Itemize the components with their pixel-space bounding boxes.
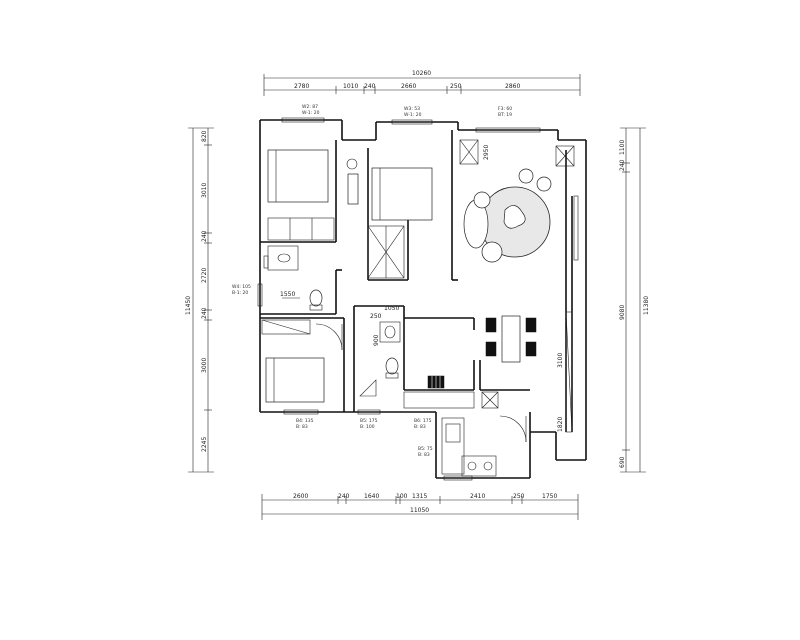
left-segment-1: 820 (201, 130, 208, 142)
dimension-2950: 2950 (483, 145, 490, 160)
window-label-4-line1: W4: 105 (232, 284, 251, 290)
window-label-4-line2: B-1: 20 (232, 290, 248, 296)
window-label-6-line1: B5: 175 (360, 418, 378, 424)
left-segment-2: 3010 (201, 183, 208, 198)
bottom-segment-4: 100 (396, 493, 408, 500)
top-segment-1: 2780 (294, 83, 309, 90)
bottom-dimension-lines (261, 494, 579, 520)
window-label-2-line1: W3: 53 (404, 106, 420, 112)
bathroom-1: 1550 (263, 245, 323, 311)
exterior-walls (259, 119, 587, 479)
right-segment-4: 690 (619, 456, 626, 468)
bathroom-2: 1050 900 (359, 305, 401, 397)
bottom-total-dimension: 11050 (410, 507, 429, 514)
dimension-1050: 1050 (384, 305, 399, 312)
bedroom-3 (261, 319, 343, 403)
bottom-segment-6: 2410 (470, 493, 485, 500)
toilet-icon (309, 289, 323, 307)
window-label-3-line1: F3: 60 (498, 106, 512, 112)
bed-icon (267, 149, 329, 203)
window-label-2-line2: W-1: 20 (404, 112, 422, 118)
dimension-1550: 1550 (280, 291, 295, 298)
left-segment-7: 2245 (201, 437, 208, 452)
windows (257, 117, 541, 481)
top-segment-2: 1010 (343, 83, 358, 90)
left-dimension-lines (188, 127, 214, 473)
top-segment-4: 2660 (401, 83, 416, 90)
bottom-segment-3: 1640 (364, 493, 379, 500)
bottom-segment-5: 1315 (412, 493, 427, 500)
bottom-segment-7: 250 (513, 493, 525, 500)
window-label-8-line2: B: 83 (418, 452, 430, 458)
left-segment-6: 3000 (201, 358, 208, 373)
window-label-3-line2: BT: 19 (498, 112, 512, 118)
living-room (459, 139, 579, 263)
window-label-7-line2: B: 83 (414, 424, 426, 430)
window-label-6-line2: B: 100 (360, 424, 375, 430)
window-label-1-line1: W2: 87 (302, 104, 318, 110)
east-cabinet (565, 311, 573, 433)
right-segment-2: 240 (619, 159, 626, 171)
dimension-3100: 3100 (557, 353, 564, 368)
dimension-900: 900 (373, 334, 380, 346)
top-segment-6: 2860 (505, 83, 520, 90)
window-label-1-line2: W-1: 20 (302, 110, 320, 116)
right-segment-1: 1100 (619, 140, 626, 155)
right-dimension-lines (620, 127, 646, 473)
right-segment-3: 9080 (619, 305, 626, 320)
dining-table-icon (501, 315, 521, 363)
right-total-dimension: 11380 (643, 296, 650, 315)
window-label-7-line1: B6: 175 (414, 418, 432, 424)
dining-area: 3100 1820 (403, 315, 564, 432)
top-segment-3: 240 (364, 83, 376, 90)
kitchen (441, 415, 527, 477)
left-segment-3: 240 (201, 230, 208, 242)
bottom-segment-2: 240 (338, 493, 350, 500)
bottom-segment-8: 1750 (542, 493, 557, 500)
bedroom-2 (367, 167, 433, 279)
window-label-5-line1: B4: 135 (296, 418, 314, 424)
stove-burner-icon (467, 461, 477, 471)
left-total-dimension: 11450 (185, 296, 192, 315)
bedroom-1 (267, 149, 359, 241)
bed-icon (265, 357, 325, 403)
left-segment-4: 2720 (201, 268, 208, 283)
bottom-segment-1: 2600 (293, 493, 308, 500)
top-segment-5: 250 (450, 83, 462, 90)
top-total-dimension: 10260 (412, 70, 431, 77)
toilet-icon (385, 357, 399, 375)
dimension-1820: 1820 (557, 417, 564, 432)
window-label-8-line1: B5: 75 (418, 446, 433, 452)
window-label-5-line2: B: 83 (296, 424, 308, 430)
dimension-250: 250 (370, 313, 382, 320)
bed-icon (371, 167, 433, 221)
stove-burner-icon (483, 461, 493, 471)
left-segment-5: 240 (201, 307, 208, 319)
top-dimension-lines (263, 74, 581, 96)
